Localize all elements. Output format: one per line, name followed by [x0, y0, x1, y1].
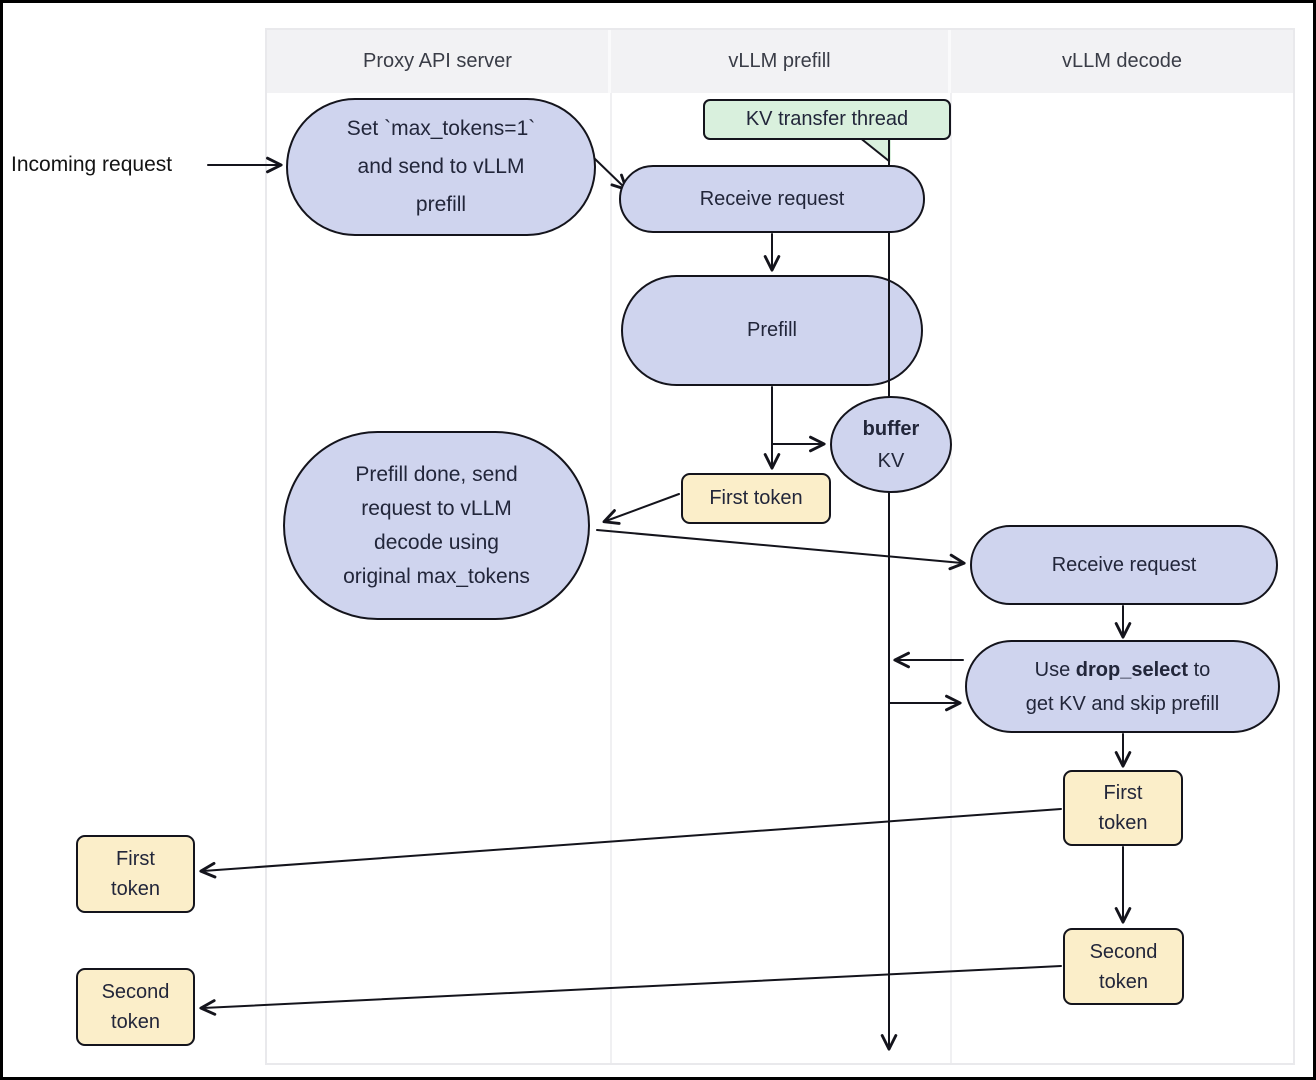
node-prefill-done: Prefill done, send request to vLLM decod…: [283, 431, 590, 620]
node-first-token-decode: First token: [1063, 770, 1183, 846]
node-drop-select: Use drop_select to get KV and skip prefi…: [965, 640, 1280, 733]
node-kv-transfer-thread: KV transfer thread: [703, 99, 951, 140]
lane-header-vllm-decode: vLLM decode: [1061, 50, 1183, 72]
lane-divider: [950, 93, 952, 1063]
node-second-token-proxy: Second token: [76, 968, 195, 1046]
lane-header-row: Proxy API server vLLM prefill vLLM decod…: [267, 30, 1293, 93]
lane-header-proxy-api-server: Proxy API server: [267, 30, 611, 93]
node-second-token-decode: Second token: [1063, 928, 1184, 1005]
node-receive-request-decode: Receive request: [970, 525, 1278, 605]
incoming-request-label: Incoming request: [11, 153, 173, 176]
node-buffer-kv: buffer KV: [830, 396, 952, 493]
lane-divider: [610, 93, 612, 1063]
node-first-token-prefill: First token: [681, 473, 831, 524]
node-prefill: Prefill: [621, 275, 923, 386]
node-set-max-tokens: Set `max_tokens=1` and send to vLLM pref…: [286, 98, 596, 236]
lane-header-vllm-prefill: vLLM prefill: [611, 30, 951, 93]
node-first-token-proxy: First token: [76, 835, 195, 913]
node-receive-request-prefill: Receive request: [619, 165, 925, 233]
